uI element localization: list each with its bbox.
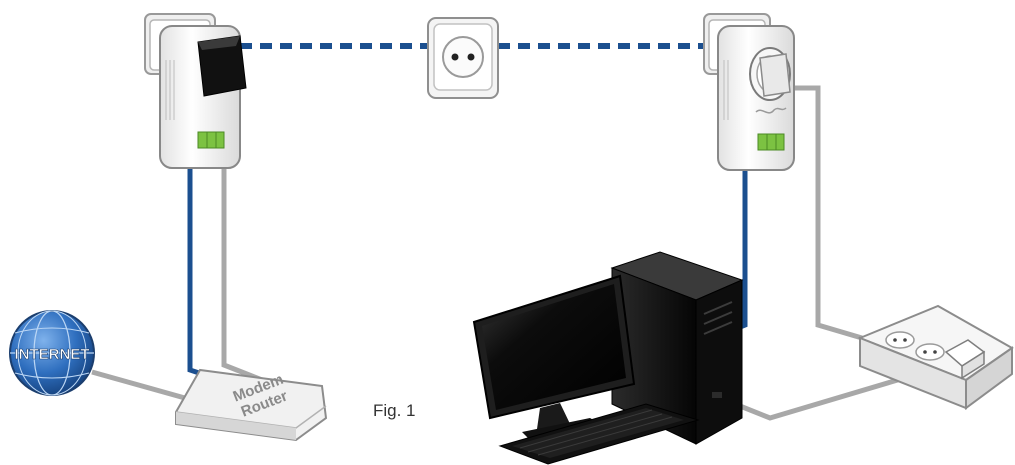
ethernet-cable-left	[187, 165, 236, 388]
status-led-panel	[197, 131, 225, 149]
keyboard-icon	[498, 403, 700, 465]
internet-label: INTERNET	[15, 346, 90, 363]
internet-cable	[91, 369, 193, 403]
wall-socket-icon	[427, 17, 499, 99]
pc-tower-icon	[610, 251, 744, 445]
internet-globe-icon: INTERNET	[9, 310, 95, 396]
status-led-panel	[757, 133, 785, 151]
powerline-adapter-passthrough-icon	[703, 13, 795, 171]
power-cable-right	[783, 85, 863, 341]
modem-router-icon: Modem Router	[175, 368, 328, 442]
power-strip-icon	[857, 304, 1014, 410]
powerline-adapter-icon	[144, 13, 247, 169]
figure-caption: Fig. 1	[373, 401, 416, 420]
power-cable-left	[221, 160, 263, 383]
